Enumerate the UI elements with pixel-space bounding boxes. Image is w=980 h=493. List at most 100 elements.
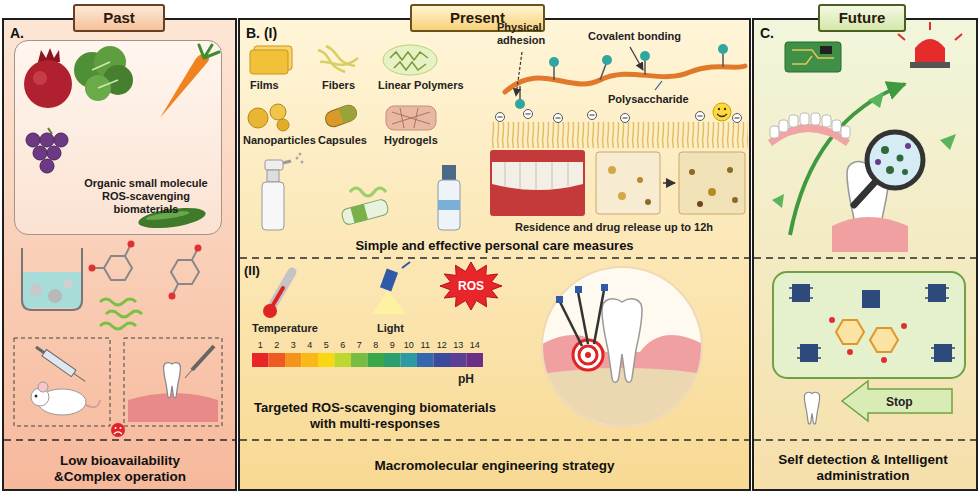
adhesion-mechanism xyxy=(588,111,597,120)
beaker-illustration xyxy=(63,279,73,289)
label-slot: Targeted ROS-scavenging biomaterials wit… xyxy=(245,400,505,431)
adhesion-mechanism xyxy=(724,108,726,110)
tooth-inspection xyxy=(881,146,889,154)
tooth-inspection xyxy=(905,143,911,149)
material-form-label: Linear Polymers xyxy=(378,79,464,92)
label-slot: 7 xyxy=(351,340,368,351)
material-form-icon xyxy=(277,119,289,131)
node-text: ROS xyxy=(458,279,484,293)
ph-scale xyxy=(252,353,269,367)
molecule-illustration xyxy=(169,293,176,300)
stimulus-icon xyxy=(402,262,410,268)
targeted-tooth xyxy=(556,284,608,303)
material-form-icon xyxy=(386,106,436,130)
label-slot: Nanoparticles xyxy=(243,134,316,147)
material-form-label: Films xyxy=(250,79,279,92)
tooth-inspection xyxy=(897,155,904,162)
tooth-inspection xyxy=(902,169,908,175)
chip-icon xyxy=(785,42,841,72)
label-slot: Macromolecular engineering strategy xyxy=(238,458,751,474)
fruit-illustration xyxy=(33,146,47,160)
material-form-icon xyxy=(392,108,430,128)
fruit-illustration xyxy=(26,133,40,147)
label-slot: Linear Polymers xyxy=(378,79,464,92)
ph-scale xyxy=(434,353,451,367)
ros-burst-shape xyxy=(440,262,502,310)
section-number: (II) xyxy=(244,263,260,279)
stimulus-icon xyxy=(270,272,292,310)
targeted-tooth xyxy=(594,290,604,344)
node-text: Past xyxy=(103,9,135,27)
injection-illustration xyxy=(115,427,117,429)
fruit-illustration xyxy=(40,133,54,147)
smart-system xyxy=(901,323,907,329)
tooth-inspection xyxy=(886,166,894,174)
source-box: Organic small molecule ROS-scavenging bi… xyxy=(14,40,222,235)
injection-illustration xyxy=(120,427,122,429)
material-form-icon xyxy=(323,103,359,129)
molecule-illustration xyxy=(125,246,130,256)
ph-scale-number: 7 xyxy=(351,340,368,351)
molecule-illustration xyxy=(171,260,199,284)
label-slot: 14 xyxy=(467,340,484,351)
label-slot: Hydrogels xyxy=(384,134,438,147)
injection-illustration xyxy=(111,423,125,437)
material-form-label: Nanoparticles xyxy=(243,134,316,147)
stimulus-label: pH xyxy=(458,372,474,386)
smart-system xyxy=(931,348,955,358)
adhesion-mechanism xyxy=(623,117,628,118)
era-tab: Past xyxy=(73,4,165,32)
adhesion-mechanism xyxy=(655,81,662,90)
material-form-icon xyxy=(383,45,437,75)
section-summary: Simple and effective personal care measu… xyxy=(238,238,751,254)
stimulus-icon xyxy=(380,269,398,292)
label-slot: 13 xyxy=(450,340,467,351)
denture-icon xyxy=(800,113,809,125)
material-form-icon xyxy=(270,104,286,120)
residence-photo xyxy=(697,201,703,207)
release-squiggle xyxy=(106,311,142,317)
residence-photo xyxy=(679,152,745,214)
spray-products xyxy=(341,198,390,225)
ph-scale-number: 12 xyxy=(434,340,451,351)
smart-system xyxy=(934,344,952,362)
smart-system xyxy=(800,344,818,362)
stop-arrow xyxy=(842,381,952,421)
molecule-illustration xyxy=(195,245,202,252)
targeted-tooth xyxy=(560,302,582,346)
alarm-icon xyxy=(898,22,962,68)
ph-scale xyxy=(302,353,319,367)
material-form-label: Capsules xyxy=(318,134,367,147)
smart-system xyxy=(836,320,898,352)
panel-background xyxy=(15,41,221,234)
label-slot: Residence and drug release up to 12h xyxy=(515,221,713,234)
ph-scale-number: 9 xyxy=(384,340,401,351)
smart-system xyxy=(792,284,952,362)
denture-icon xyxy=(811,113,820,125)
label-slot: Temperature xyxy=(252,322,318,335)
material-form-icon xyxy=(318,46,358,72)
molecule-illustration xyxy=(104,256,132,280)
adhesion-mechanism xyxy=(590,114,595,115)
denture-icon xyxy=(832,120,841,132)
label-slot: 11 xyxy=(417,340,434,351)
injection-illustration xyxy=(74,373,85,381)
adhesion-mechanism xyxy=(735,117,740,118)
ph-scale xyxy=(318,353,335,367)
stimulus-label: Light xyxy=(377,322,404,335)
targeted-tooth xyxy=(556,296,563,303)
spray-products xyxy=(442,165,456,180)
fruit-illustration xyxy=(26,133,68,173)
label-slot: Polysaccharide xyxy=(608,93,689,106)
mechanism-label: Physical adhesion xyxy=(497,21,557,47)
spray-products xyxy=(341,198,390,225)
injection-illustration xyxy=(36,347,44,353)
ph-scale xyxy=(368,353,385,367)
beaker-illustration xyxy=(48,289,62,303)
molecule-illustration xyxy=(95,267,104,269)
adhesion-mechanism xyxy=(556,117,561,118)
residence-photo xyxy=(492,162,583,190)
spray-products xyxy=(350,204,368,223)
ph-scale-number: 14 xyxy=(467,340,484,351)
residence-photo xyxy=(645,199,651,205)
